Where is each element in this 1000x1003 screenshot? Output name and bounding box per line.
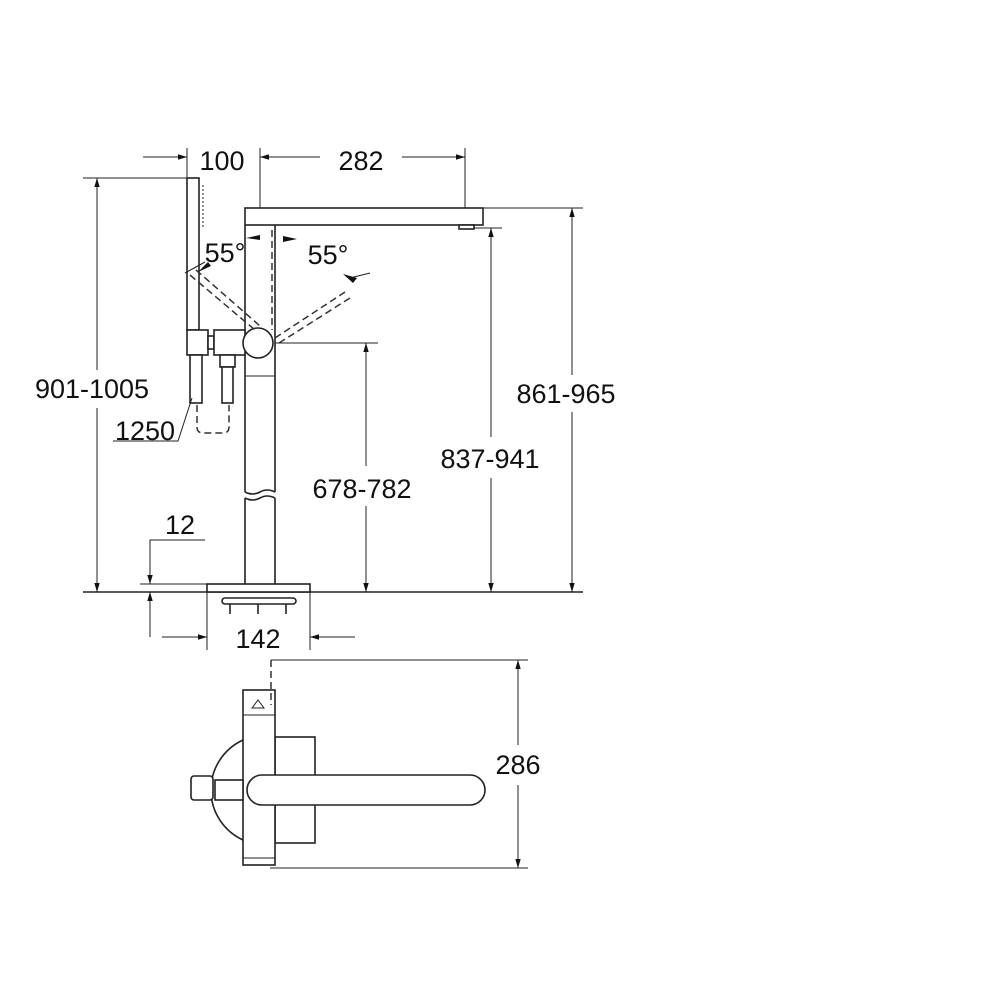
- dim-spout-top-label: 861-965: [516, 379, 615, 409]
- column: [244, 225, 276, 584]
- dim-base-thickness-label: 12: [165, 510, 195, 540]
- lever-range: [184, 230, 371, 344]
- dim-total-height-label: 901-1005: [35, 374, 149, 404]
- base-plate: [206, 583, 311, 593]
- angle-right-label: 55°: [308, 240, 349, 270]
- dim-100-label: 100: [199, 146, 244, 176]
- spout-outlet: [458, 224, 475, 230]
- dim-282-label: 282: [338, 146, 383, 176]
- dim-base-width-label: 142: [235, 624, 280, 654]
- spout: [244, 207, 484, 226]
- dim-plan-depth-label: 286: [495, 750, 540, 780]
- dim-valve-height-label: 678-782: [312, 474, 411, 504]
- dim-hose-length-label: 1250: [115, 416, 175, 446]
- mixer-valve: [242, 327, 274, 359]
- mounting-bracket: [221, 597, 297, 614]
- dim-spout-outlet-label: 837-941: [440, 444, 539, 474]
- hand-shower: [186, 177, 246, 434]
- plan-view: [190, 660, 486, 866]
- angle-left-label: 55°: [205, 238, 246, 268]
